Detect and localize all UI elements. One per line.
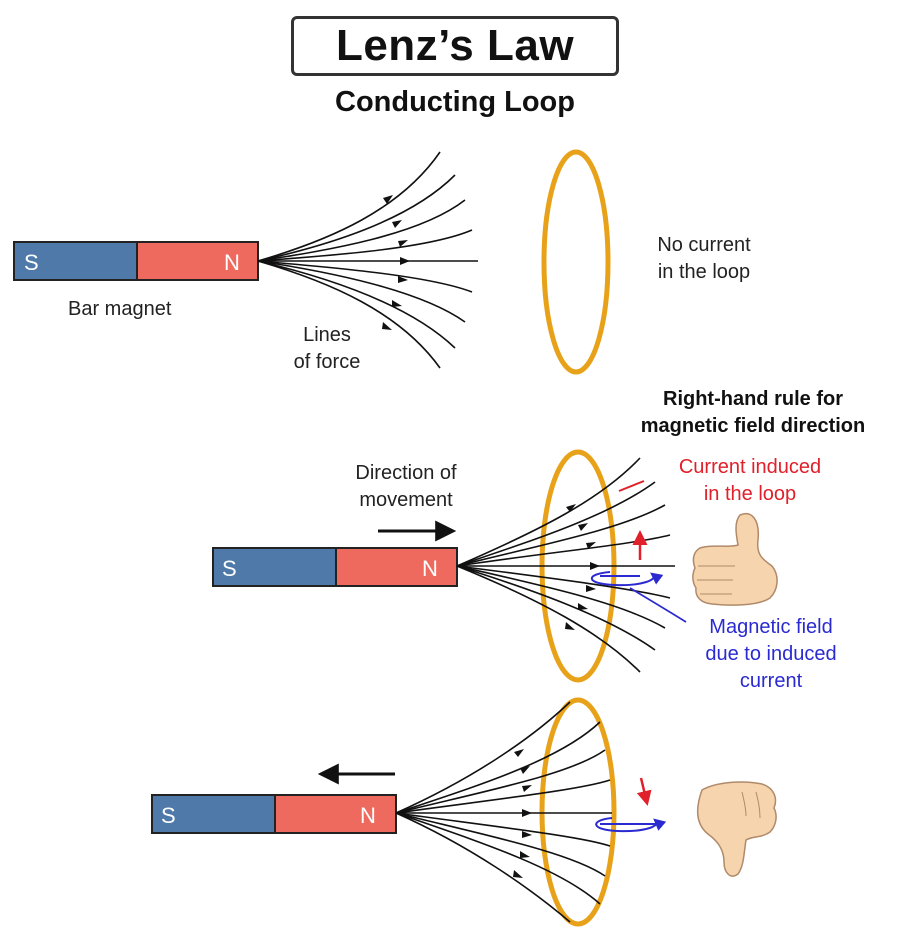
field-line <box>456 565 671 599</box>
direction-of-movement-label: Direction of movement <box>355 462 457 511</box>
field-line <box>456 534 671 567</box>
hand-thumb-down-icon <box>696 781 777 877</box>
magnet-north-pole <box>335 547 458 587</box>
field-arrowheads-2 <box>565 504 600 630</box>
field-line <box>395 812 606 877</box>
arrowhead-icon <box>565 622 575 630</box>
arrowhead-icon <box>398 276 408 283</box>
field-line <box>395 721 601 814</box>
bar-magnet-2: S N <box>212 547 458 587</box>
field-line <box>456 565 641 673</box>
field-line <box>257 260 456 349</box>
field-lines-2 <box>456 457 675 673</box>
lines-of-force-label: Lines of force <box>293 324 361 373</box>
panel-magnet-approaching: S N <box>212 449 778 683</box>
field-line <box>456 504 666 567</box>
south-label: S <box>161 803 176 828</box>
no-current-label: No current in the loop <box>657 234 751 283</box>
arrowhead-icon <box>590 562 600 570</box>
field-line <box>257 174 456 262</box>
arrowhead-icon <box>578 603 588 610</box>
page-subtitle: Conducting Loop <box>335 86 575 118</box>
field-line <box>257 229 473 262</box>
right-hand-rule-label: Right-hand rule for magnetic field direc… <box>640 388 866 437</box>
arrowhead-icon <box>522 809 532 817</box>
arrowhead-icon <box>578 523 588 531</box>
arrowhead-icon <box>400 257 410 265</box>
north-label: N <box>422 556 438 581</box>
conducting-loop-1 <box>541 149 611 375</box>
title-box: Lenz’s Law <box>291 16 619 76</box>
page-title: Lenz’s Law <box>335 21 575 70</box>
field-line <box>456 481 656 567</box>
north-label: N <box>224 250 240 275</box>
magnet-north-pole <box>274 794 397 834</box>
field-line <box>395 812 571 923</box>
magnet-north-pole <box>136 241 259 281</box>
field-lines-3 <box>395 701 612 923</box>
magnet-south-pole <box>151 794 276 834</box>
arrowhead-icon <box>520 851 530 858</box>
arrowhead-icon <box>383 195 393 204</box>
bar-magnet-3: S N <box>151 794 397 834</box>
field-line <box>257 260 473 293</box>
arrowhead-icon <box>522 785 532 792</box>
arrowhead-icon <box>392 220 402 228</box>
arrowhead-icon <box>586 542 596 549</box>
arrowhead-icon <box>392 300 402 307</box>
arrowhead-icon <box>586 585 596 592</box>
field-line <box>456 457 641 567</box>
hand-thumb-up-icon <box>692 513 778 606</box>
bar-magnet-label: Bar magnet <box>68 298 172 320</box>
field-arrowheads-3 <box>513 749 532 878</box>
field-label-pointer <box>629 587 687 623</box>
field-line <box>395 812 601 905</box>
arrowhead-icon <box>382 322 392 330</box>
magnetic-field-label: Magnetic field due to induced current <box>705 616 837 692</box>
arrowhead-icon <box>520 766 530 774</box>
panel-static-magnet: S N <box>13 149 611 375</box>
field-line <box>257 151 441 262</box>
arrowhead-icon <box>398 240 408 247</box>
induced-current-arrow-down <box>636 777 652 806</box>
field-line <box>395 701 571 814</box>
field-line <box>456 565 656 651</box>
arrowhead-icon <box>513 870 523 878</box>
current-induced-label: Current induced in the loop <box>678 456 822 505</box>
magnetic-field-loop-arrow-3 <box>595 817 667 833</box>
field-lines-1 <box>257 151 478 369</box>
field-line <box>395 779 611 814</box>
field-line <box>395 812 611 847</box>
panel-magnet-receding: S N <box>151 697 777 927</box>
conducting-loop-3 <box>539 697 617 927</box>
field-line <box>456 565 666 629</box>
south-label: S <box>222 556 237 581</box>
current-label-pointer <box>618 480 645 492</box>
field-line <box>257 199 466 262</box>
field-line <box>257 260 466 323</box>
magnet-south-pole <box>13 241 138 281</box>
arrowhead-icon <box>514 749 524 757</box>
field-line <box>395 749 606 814</box>
magnet-south-pole <box>212 547 337 587</box>
north-label: N <box>360 803 376 828</box>
field-line <box>257 260 441 369</box>
field-arrowheads-1 <box>382 195 410 330</box>
magnetic-field-loop-arrow-2 <box>590 571 687 623</box>
south-label: S <box>24 250 39 275</box>
arrowhead-icon <box>522 831 532 838</box>
arrowhead-icon <box>566 504 576 512</box>
bar-magnet-1: S N <box>13 241 259 281</box>
